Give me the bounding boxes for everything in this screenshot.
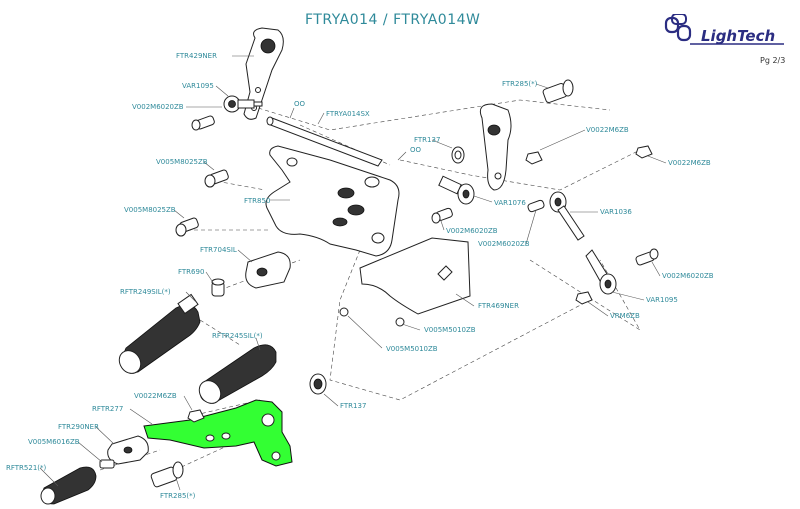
bolt-v002m6020zb-d: [635, 248, 659, 266]
bolt-v005m8025zb-b: [175, 217, 199, 237]
label-vrm6zb: VRM6ZB: [610, 312, 640, 320]
label-ftrya014sx: FTRYA014SX: [326, 110, 370, 118]
page-number: Pg 2/3: [760, 56, 786, 65]
ftr290ner-plate: [107, 435, 149, 465]
label-var1076: VAR1076: [494, 199, 526, 207]
label-v005m5010zb-a: V005M5010ZB: [424, 326, 476, 334]
var1036-rod-end: [549, 191, 585, 241]
label-ftr469ner: FTR469NER: [478, 302, 519, 310]
brand-logo-text: LighTech: [701, 27, 776, 45]
label-v002m6020zb-c: V002M6020ZB: [478, 240, 530, 248]
ftr137-washer-bottom: [309, 373, 327, 395]
label-v0022m6zb-c: V0022M6ZB: [134, 392, 177, 400]
label-rftr521: RFTR521(*): [6, 464, 46, 472]
ftr850-main-plate: [265, 145, 400, 257]
label-ftr285-top: FTR285(*): [502, 80, 538, 88]
label-v0022m6zb-a: V0022M6ZB: [586, 126, 629, 134]
ftr704sil-block: [245, 251, 291, 289]
page-title: FTRYA014 / FTRYA014W: [305, 12, 481, 28]
bolt-v002m6020zb-c: [527, 199, 545, 213]
label-ftr290ner: FTR290NER: [58, 423, 99, 431]
ftr469ner-heel-guard: [359, 237, 471, 315]
label-v005m8025zb-a: V005M8025ZB: [156, 158, 208, 166]
label-v005m5010zb-b: V005M5010ZB: [386, 345, 438, 353]
label-var1095-top: VAR1095: [182, 82, 214, 90]
label-v0022m6zb-b: V0022M6ZB: [668, 159, 711, 167]
var1095-rod-end-top: [223, 95, 263, 113]
label-var1036: VAR1036: [600, 208, 632, 216]
nut-v0022m6zb-c: [187, 409, 205, 423]
nut-vrm6zb: [575, 291, 593, 305]
nut-v0022m6zb-b: [635, 145, 653, 159]
rftr521-brake-peg: [40, 466, 97, 505]
label-ftr850: FTR850: [244, 197, 270, 205]
bolt-v005m8025zb-a: [204, 169, 229, 188]
label-rftr245sil: RFTR245SIL(*): [212, 332, 263, 340]
right-lever-bracket: [479, 103, 512, 191]
label-oo-mid: OO: [410, 146, 422, 154]
label-v002m6020zb-top: V002M6020ZB: [132, 103, 184, 111]
ftr137-washer-top: [451, 146, 465, 164]
bolt-v002m6020zb-top: [191, 115, 215, 131]
label-ftr137-bottom: FTR137: [340, 402, 366, 410]
rftr245sil-footpeg: [198, 344, 277, 404]
bolt-v005m5010zb-b: [339, 307, 349, 317]
label-v002m6020zb-d: V002M6020ZB: [662, 272, 714, 280]
nut-v0022m6zb-a: [525, 151, 543, 165]
leader-lines: [39, 55, 667, 491]
var1095-rod-end-bottom: [585, 249, 617, 295]
label-ftr704sil: FTR704SIL: [200, 246, 237, 254]
ftrya014sx-rod: [266, 116, 383, 167]
label-rftr277: RFTR277: [92, 405, 123, 413]
label-var1095-bottom: VAR1095: [646, 296, 678, 304]
label-v005m8025zb-b: V005M8025ZB: [124, 206, 176, 214]
label-ftr137-top: FTR137: [414, 136, 440, 144]
rftr249sil-footpeg: [118, 293, 201, 374]
ftr285-pin-bottom: [150, 461, 184, 488]
bolt-v002m6020zb-b: [431, 207, 453, 224]
var1076-rod-end: [438, 175, 475, 205]
label-v005m6016zb: V005M6016ZB: [28, 438, 80, 446]
bolt-v005m6016zb: [99, 459, 115, 469]
ftr285-pin-top: [542, 79, 574, 103]
label-ftr690: FTR690: [178, 268, 204, 276]
rftr277-brake-lever: [143, 399, 293, 467]
brand-logo-icon: [664, 14, 784, 45]
label-rftr249sil: RFTR249SIL(*): [120, 288, 171, 296]
ftr690-spacer: [211, 278, 225, 297]
label-oo-top: OO: [294, 100, 306, 108]
part-labels: FTR429NER VAR1095 V002M6020ZB OO FTRYA01…: [6, 52, 714, 500]
label-v002m6020zb-b: V002M6020ZB: [446, 227, 498, 235]
bolt-v005m5010zb-a: [395, 317, 405, 327]
label-ftr429ner: FTR429NER: [176, 52, 217, 60]
label-ftr285-bottom: FTR285(*): [160, 492, 196, 500]
